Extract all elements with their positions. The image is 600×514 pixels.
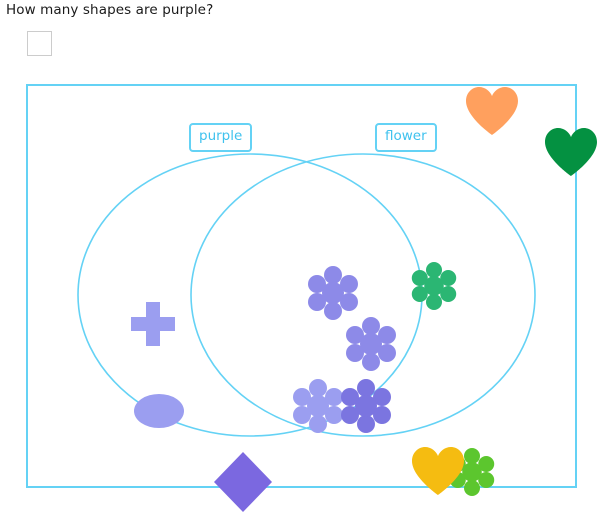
- question-text: How many shapes are purple?: [6, 2, 214, 18]
- shape-flower-4: [341, 379, 391, 433]
- shape-flower-1: [308, 266, 358, 320]
- shape-flower-3: [293, 379, 343, 433]
- shape-flower-2: [346, 317, 396, 371]
- answer-input-box[interactable]: [27, 31, 52, 56]
- shape-cross: [131, 302, 175, 346]
- shape-heart-orange: [466, 87, 518, 135]
- shape-diamond: [214, 452, 272, 512]
- diagram-border: [26, 84, 577, 488]
- shape-ellipse: [134, 394, 184, 428]
- venn-label-flower: flower: [375, 123, 437, 152]
- shape-heart-green: [545, 128, 597, 176]
- circle-flower: [190, 153, 536, 437]
- venn-label-purple: purple: [189, 123, 253, 152]
- venn-diagram: purple flower: [26, 84, 597, 512]
- shape-heart-yellow: [412, 447, 464, 495]
- shape-flower-5: [411, 262, 457, 310]
